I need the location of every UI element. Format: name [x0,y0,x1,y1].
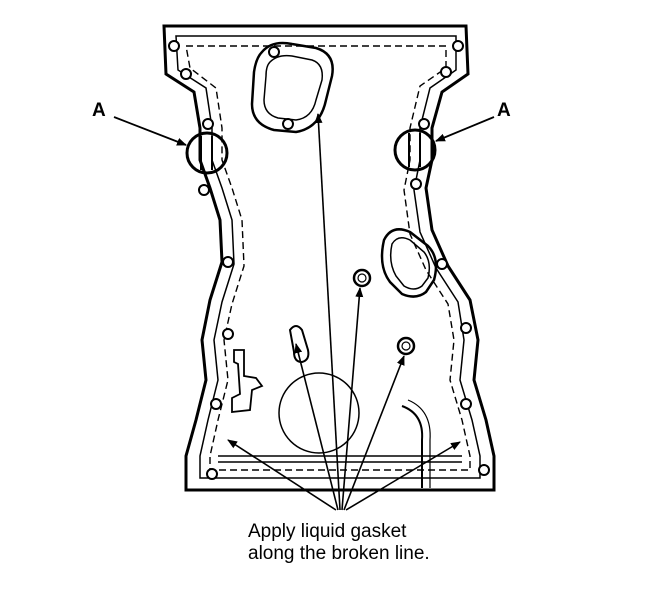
top-port-bolt-hole-lower [282,118,294,130]
caption-line-1: Apply liquid gasket [248,521,407,542]
callout-arrow-left [113,116,187,146]
callout-circle-left [185,131,229,175]
caption-leader-arrows [227,113,461,511]
right-port-inner [389,237,431,290]
top-port-bolt-hole-upper [268,46,280,58]
callout-label-right: A [497,100,511,121]
caption-line-2: along the broken line. [248,543,430,564]
flange-bolt-holes [168,40,490,480]
right-lower-rib [401,405,424,488]
crank-seal-circle [278,372,360,454]
seal-ring-center-inner [357,273,367,283]
callout-label-left: A [92,100,106,121]
top-port-inner [263,54,324,121]
callout-circle-right [393,128,437,172]
left-lower-bracket [231,349,264,414]
slot-opening [288,325,310,364]
right-port-outer [380,228,438,298]
seal-ring-lower-right [396,336,416,356]
seal-ring-center [352,268,372,288]
right-lower-rib-inner [407,399,431,488]
cover-outline [162,24,496,492]
seal-ring-lower-right-inner [401,341,411,351]
callout-arrow-right [435,116,495,142]
caption: Apply liquid gasket along the broken lin… [248,521,430,565]
